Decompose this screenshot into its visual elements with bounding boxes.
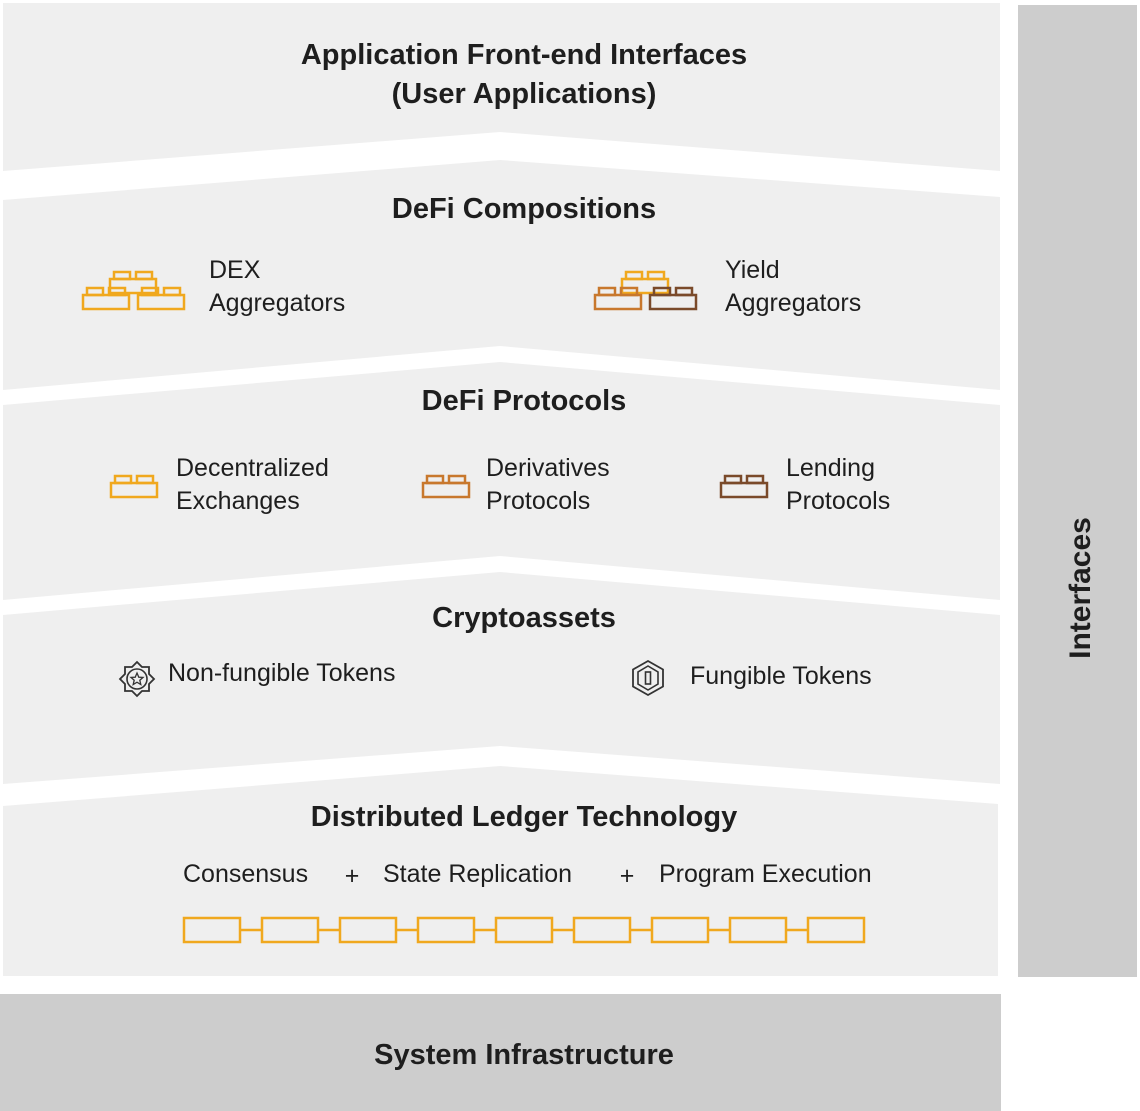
nft-badge-icon [118, 660, 156, 698]
compositions-title: DeFi Compositions [392, 193, 656, 225]
derivatives-protocols-line1: Derivatives [486, 454, 610, 482]
infra-title: System Infrastructure [374, 1039, 674, 1071]
program-execution-label: Program Execution [659, 860, 872, 888]
chain-block [338, 916, 398, 944]
yield-aggregators-line1: Yield [725, 256, 780, 284]
lending-protocols-line2: Protocols [786, 487, 890, 515]
chain-block [650, 916, 710, 944]
app-layer-title-line2: (User Applications) [392, 78, 657, 110]
decentralized-exchanges-line1: Decentralized [176, 454, 329, 482]
layer-app-frontend: Application Front-end Interfaces (User A… [3, 3, 1000, 171]
blockchain-icon [182, 916, 866, 944]
nft-label: Non-fungible Tokens [168, 659, 395, 687]
decentralized-exchanges-line2: Exchanges [176, 487, 300, 515]
app-layer-title-line1: Application Front-end Interfaces [301, 39, 747, 71]
plus-sign: + [345, 862, 360, 890]
chain-block [806, 916, 866, 944]
chain-block [260, 916, 320, 944]
fungible-tokens-label: Fungible Tokens [690, 662, 872, 690]
layer-system-infrastructure: System Infrastructure [0, 994, 1001, 1111]
layer-defi-protocols: DeFi Protocols Decentralized Exchanges D… [3, 362, 1000, 600]
state-replication-label: State Replication [383, 860, 572, 888]
dex-aggregators-line2: Aggregators [209, 289, 345, 317]
plus-sign: + [620, 862, 635, 890]
lending-protocols-line1: Lending [786, 454, 875, 482]
layer-dlt: Distributed Ledger Technology Consensus … [3, 766, 998, 976]
interfaces-bar: Interfaces [1018, 5, 1137, 977]
cryptoassets-title: Cryptoassets [432, 602, 616, 634]
chain-block [494, 916, 554, 944]
layer-defi-compositions: DeFi Compositions DEX Aggregators Yield … [3, 160, 1000, 390]
chain-block [572, 916, 632, 944]
coin-icon [632, 659, 664, 697]
chain-block [728, 916, 788, 944]
interfaces-label: Interfaces [1064, 517, 1097, 659]
derivatives-protocols-line2: Protocols [486, 487, 590, 515]
yield-aggregators-line2: Aggregators [725, 289, 861, 317]
dlt-title: Distributed Ledger Technology [311, 801, 737, 833]
layer-cryptoassets: Cryptoassets Non-fungible Tokens Fungibl… [3, 572, 1000, 784]
chain-block [416, 916, 476, 944]
dex-aggregators-line1: DEX [209, 256, 261, 284]
protocols-title: DeFi Protocols [422, 385, 627, 417]
chain-block [182, 916, 242, 944]
consensus-label: Consensus [183, 860, 308, 888]
